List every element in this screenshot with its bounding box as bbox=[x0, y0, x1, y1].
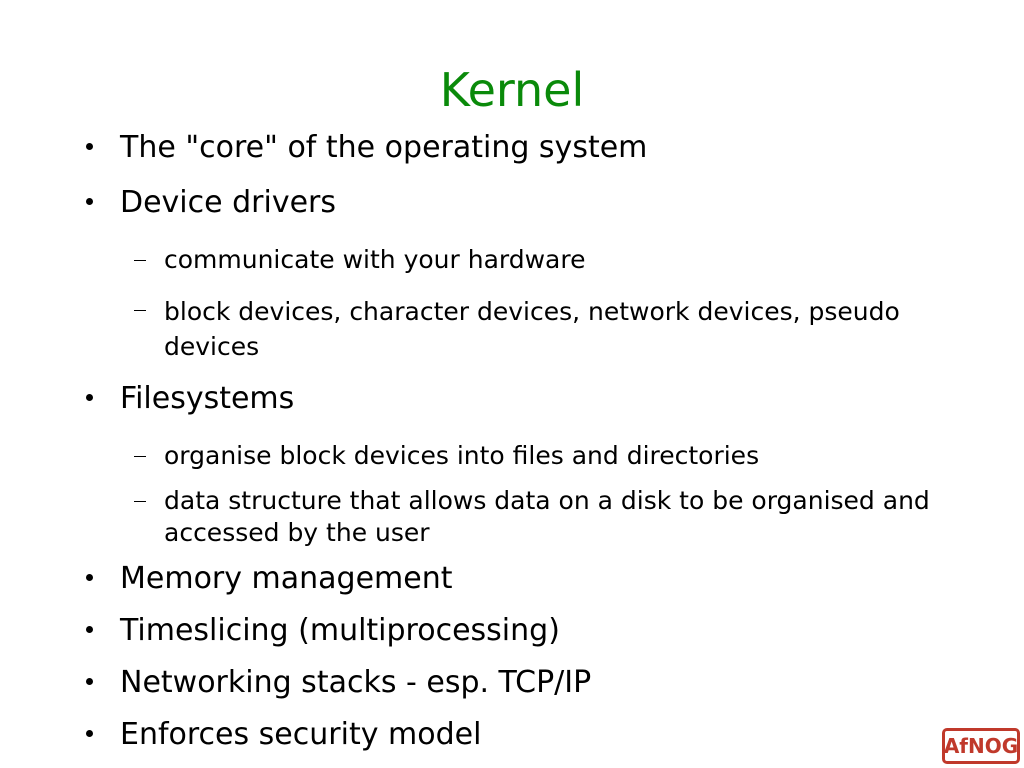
sub-bullet-text: block devices, character devices, networ… bbox=[164, 297, 900, 361]
sub-bullet-item: data structure that allows data on a dis… bbox=[134, 485, 974, 549]
bullet-item: The "core" of the operating system bbox=[86, 130, 648, 166]
bullet-text: Timeslicing (multiprocessing) bbox=[120, 613, 560, 648]
bullet-item: Timeslicing (multiprocessing) bbox=[86, 613, 560, 649]
bullet-item: Enforces security model bbox=[86, 717, 482, 753]
bullet-dot-icon bbox=[86, 730, 93, 737]
bullet-dot-icon bbox=[86, 626, 93, 633]
dash-icon bbox=[134, 456, 146, 457]
dash-icon bbox=[134, 501, 146, 502]
bullet-dot-icon bbox=[86, 394, 93, 401]
bullet-dot-icon bbox=[86, 678, 93, 685]
sub-bullet-item: block devices, character devices, networ… bbox=[134, 294, 974, 364]
sub-bullet-item: communicate with your hardware bbox=[134, 244, 974, 276]
logo-text: AfNOG bbox=[943, 734, 1019, 758]
bullet-dot-icon bbox=[86, 198, 93, 205]
sub-bullet-text: organise block devices into files and di… bbox=[164, 441, 760, 470]
bullet-item: Filesystems bbox=[86, 381, 295, 417]
bullet-item: Device drivers bbox=[86, 185, 337, 221]
bullet-text: Networking stacks - esp. TCP/IP bbox=[120, 665, 592, 700]
sub-bullet-text: communicate with your hardware bbox=[164, 245, 586, 274]
sub-bullet-item: organise block devices into files and di… bbox=[134, 440, 974, 472]
bullet-text: The "core" of the operating system bbox=[120, 130, 648, 165]
bullet-text: Filesystems bbox=[120, 381, 295, 416]
bullet-dot-icon bbox=[86, 574, 93, 581]
slide-title: Kernel bbox=[439, 63, 585, 117]
afnog-logo: AfNOG bbox=[942, 728, 1020, 764]
bullet-text: Device drivers bbox=[120, 185, 337, 220]
bullet-item: Memory management bbox=[86, 561, 453, 597]
dash-icon bbox=[134, 260, 146, 261]
bullet-text: Memory management bbox=[120, 561, 453, 596]
dash-icon bbox=[134, 310, 146, 311]
bullet-item: Networking stacks - esp. TCP/IP bbox=[86, 665, 592, 701]
bullet-text: Enforces security model bbox=[120, 717, 482, 752]
bullet-dot-icon bbox=[86, 143, 93, 150]
sub-bullet-text: data structure that allows data on a dis… bbox=[164, 486, 930, 547]
